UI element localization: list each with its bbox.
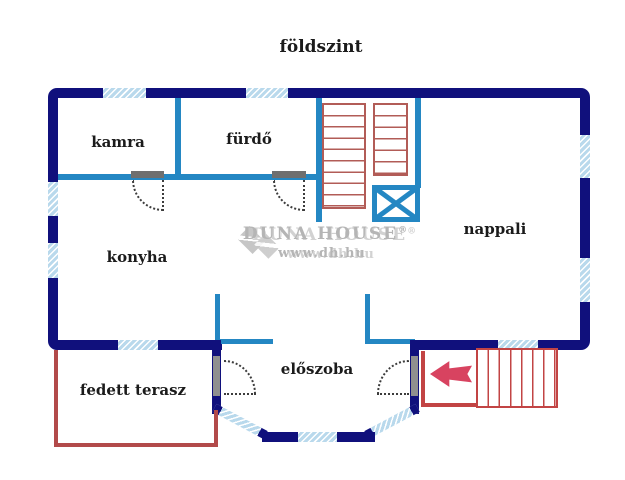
door-kamra: [131, 171, 164, 178]
door-leaf-kamra: [162, 180, 164, 211]
door-arc-entry: [377, 360, 409, 394]
wall-eloszoba-stub-left: [215, 339, 273, 344]
porch-edge-bottom: [421, 403, 478, 407]
wall-eloszoba-stub-right: [365, 339, 415, 344]
room-label-kamra: kamra: [91, 133, 145, 151]
bay-wall-bottom-right: [337, 432, 375, 442]
window-right-lower: [580, 258, 590, 302]
room-label-konyha: konyha: [106, 248, 168, 266]
terrace-edge-bottom: [54, 443, 218, 447]
room-label-furdo: fürdő: [226, 130, 272, 148]
staircase-flight-right: [373, 103, 408, 176]
door-leaf-terasz: [224, 393, 256, 395]
room-label-nappali: nappali: [463, 220, 527, 238]
wall-nappali-eloszoba-vertical: [365, 294, 370, 339]
entry-stairs: [476, 348, 558, 408]
window-bottom-left: [118, 340, 158, 350]
wall-konyha-north: [58, 174, 318, 180]
wall-kamra-furdo: [175, 98, 181, 178]
window-bottom-right: [498, 340, 538, 350]
door-arc-terasz: [224, 360, 256, 394]
wall-stairwell-left: [316, 98, 322, 222]
page-title: földszint: [279, 37, 363, 57]
door-leaf-entry: [377, 393, 409, 395]
window-right-upper: [580, 135, 590, 178]
bay-opening: [222, 340, 412, 350]
room-label-terasz: fedett terasz: [79, 381, 187, 399]
bay-window-angled-left: [212, 403, 268, 440]
watermark-url: www.dh.hu: [278, 246, 366, 261]
stairs-cross-icon: [372, 185, 420, 222]
door-leaf-furdo: [303, 180, 305, 211]
window-top-left: [103, 88, 146, 98]
wall-konyha-eloszoba-vertical: [215, 294, 220, 340]
staircase-flight-left: [322, 103, 366, 209]
room-label-eloszoba: előszoba: [280, 360, 354, 378]
bay-window-bottom: [298, 432, 337, 442]
door-furdo: [272, 171, 306, 178]
watermark-registered-mark: ®: [398, 225, 410, 236]
window-left-lower: [48, 243, 58, 278]
window-left-upper: [48, 182, 58, 216]
window-top-right: [246, 88, 288, 98]
terrace-edge-left: [54, 350, 58, 447]
bay-wall-bottom-left: [262, 432, 298, 442]
door-entry: [411, 356, 418, 396]
wall-stairwell-right: [415, 98, 421, 188]
entry-arrow-icon: [430, 361, 472, 387]
watermark-brand: DUNA HOUSE®: [243, 224, 409, 244]
watermark-brand-text: DUNA HOUSE: [242, 224, 399, 244]
door-terasz: [213, 356, 220, 396]
porch-edge-left: [421, 351, 425, 407]
terrace-edge-right: [214, 410, 218, 447]
